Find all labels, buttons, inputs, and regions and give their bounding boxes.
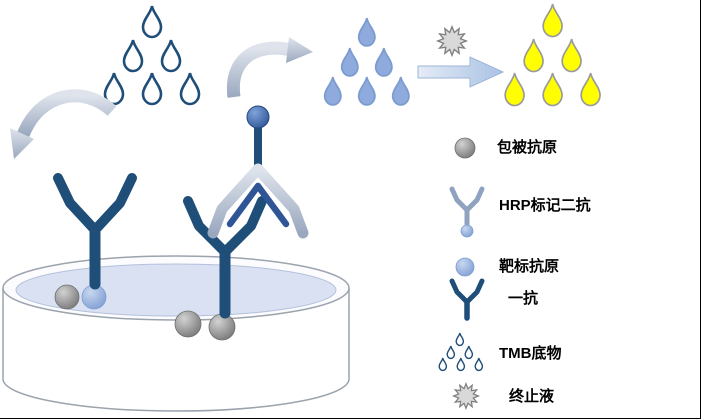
hrp-secondary-antibody-complex <box>207 105 309 239</box>
legend-label-stop-solution: 终止液 <box>509 388 555 405</box>
legend-label-coated-antigen: 包被抗原 <box>497 139 558 156</box>
hrp-enzyme-sphere <box>246 105 270 129</box>
legend-tmb-droplets-icon <box>438 332 484 372</box>
primary-antibody-left <box>53 173 137 290</box>
tmb-droplet-cluster-icon <box>103 4 201 106</box>
legend-hrp-secondary-antibody-icon <box>449 186 485 238</box>
legend-gray-sphere-icon <box>454 137 476 159</box>
legend-label-hrp-secondary-antibody: HRP标记二抗 <box>499 197 591 214</box>
blue-droplet-cluster-icon <box>323 17 410 106</box>
legend-label-tmb-substrate: TMB底物 <box>499 345 562 362</box>
legend-primary-antibody-icon <box>449 278 485 321</box>
legend-stop-solution-burst-icon <box>453 383 479 409</box>
yellow-droplet-cluster-icon <box>504 3 601 107</box>
legend-blue-sphere-icon <box>455 257 475 277</box>
reaction-arrow-icon <box>417 56 505 88</box>
microplate-well <box>2 255 350 412</box>
stop-solution-burst-icon <box>437 26 467 56</box>
legend-label-primary-antibody: 一抗 <box>508 290 539 307</box>
coated-antigen-sphere <box>174 310 202 338</box>
legend-label-target-antigen: 靶标抗原 <box>499 258 560 275</box>
primary-antibody-center <box>183 196 267 319</box>
curved-arrow-left-icon <box>10 89 117 159</box>
coated-antigen-sphere <box>208 313 236 341</box>
curved-arrow-top-icon <box>226 37 313 98</box>
coated-antigen-sphere <box>54 284 80 310</box>
